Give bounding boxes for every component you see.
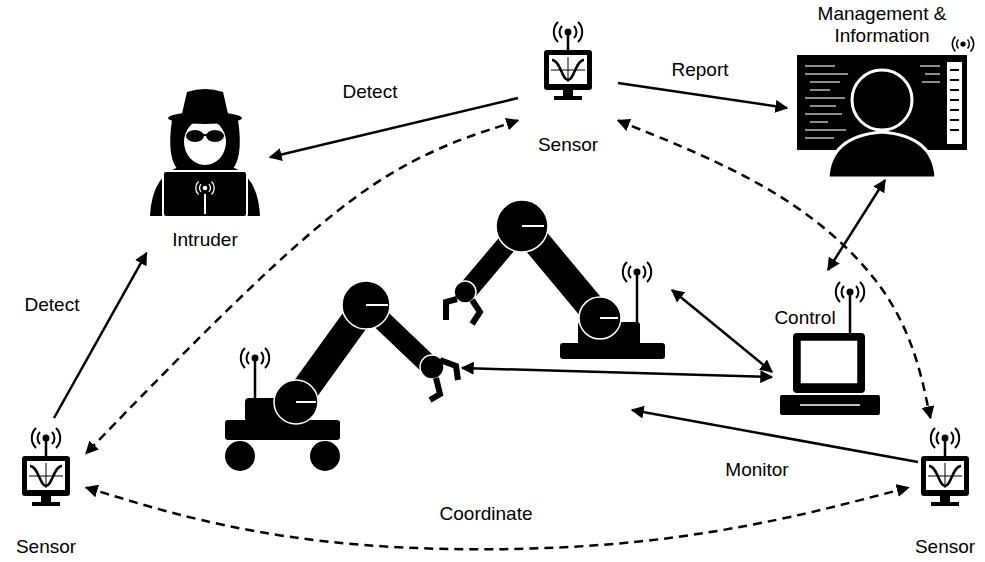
mobile-robot bbox=[366, 304, 388, 306]
management-workstation bbox=[950, 79, 959, 81]
arrow-link bbox=[54, 253, 147, 418]
management-workstation bbox=[805, 66, 940, 138]
intruder-figure bbox=[150, 165, 260, 216]
control-arrow bbox=[672, 290, 772, 372]
link-label: Monitor bbox=[722, 459, 791, 481]
monitor-arrow bbox=[632, 410, 918, 462]
intruder-figure bbox=[184, 119, 226, 165]
robot-arm bbox=[446, 299, 457, 320]
mobile-robot bbox=[342, 281, 390, 329]
management-workstation bbox=[950, 119, 959, 121]
management-workstation bbox=[950, 99, 959, 101]
control-computer bbox=[800, 404, 860, 406]
robot-arm bbox=[446, 200, 665, 359]
management-workstation bbox=[805, 129, 846, 131]
management-workstation bbox=[950, 70, 959, 130]
mobile-robot bbox=[225, 420, 340, 440]
management-workstation bbox=[950, 129, 959, 131]
intruder-figure bbox=[168, 112, 242, 124]
mobile-robot bbox=[430, 378, 440, 400]
management-workstation bbox=[852, 70, 912, 130]
mobile-robot bbox=[254, 358, 257, 400]
sensor-icon bbox=[544, 22, 592, 100]
edge-label: Coordinate bbox=[437, 503, 536, 525]
edge-label: Report bbox=[668, 59, 731, 81]
node-label: Sensor bbox=[913, 536, 977, 560]
management-workstation bbox=[805, 97, 845, 99]
edge-label: Detect bbox=[340, 81, 401, 103]
mobile-robot bbox=[296, 401, 316, 403]
robot-arm bbox=[636, 272, 639, 326]
mobile-robot bbox=[440, 360, 458, 380]
management-workstation bbox=[810, 105, 836, 107]
robot-arm bbox=[579, 297, 621, 339]
management-workstation bbox=[952, 37, 973, 52]
intruder-node: Intruder bbox=[140, 88, 270, 253]
control-links bbox=[462, 180, 918, 462]
mobile-robot bbox=[225, 281, 458, 471]
dashed-link bbox=[86, 121, 518, 454]
sensor-node: Sensor bbox=[6, 418, 86, 560]
management-workstation bbox=[947, 62, 962, 144]
management-workstation bbox=[805, 73, 848, 75]
dashed-link bbox=[618, 121, 930, 419]
arrow-link bbox=[270, 98, 518, 157]
management-workstation bbox=[810, 89, 830, 91]
management-workstation bbox=[828, 132, 936, 178]
control-computer bbox=[849, 292, 852, 334]
mobile-robot bbox=[420, 355, 444, 379]
management-workstation bbox=[805, 137, 834, 139]
management-workstation bbox=[925, 73, 940, 75]
sensor-icon bbox=[22, 428, 70, 506]
intruder-figure bbox=[204, 194, 206, 214]
management-workstation bbox=[950, 109, 959, 111]
node-label: Management & Information bbox=[800, 3, 964, 49]
intruder-figure bbox=[196, 182, 214, 195]
node-label: Intruder bbox=[170, 229, 239, 253]
intruder-figure bbox=[150, 89, 260, 217]
control-computer bbox=[780, 282, 880, 415]
sensor-node: Sensor bbox=[518, 8, 618, 158]
control-arrow bbox=[462, 368, 772, 377]
node-label: Sensor bbox=[14, 536, 78, 560]
control-computer bbox=[800, 340, 858, 384]
mobile-robot bbox=[310, 441, 340, 471]
control-computer bbox=[780, 395, 880, 415]
link-label: Control bbox=[771, 307, 838, 329]
node-label: Sensor bbox=[536, 134, 600, 158]
management-workstation bbox=[797, 37, 974, 179]
sensor-node: Sensor bbox=[909, 418, 982, 560]
arrow-link bbox=[618, 83, 787, 108]
management-workstation bbox=[920, 65, 940, 67]
management-workstation bbox=[950, 89, 959, 91]
intruder-figure bbox=[200, 134, 210, 136]
robot-arm bbox=[522, 225, 544, 227]
robot-arm bbox=[600, 317, 618, 319]
mobile-robot bbox=[274, 380, 318, 424]
robot-arm bbox=[496, 200, 548, 252]
edge-label: Detect bbox=[22, 294, 83, 316]
management-workstation bbox=[810, 81, 840, 83]
robot-arm bbox=[472, 300, 480, 324]
control-computer bbox=[793, 333, 865, 393]
intruder-figure bbox=[170, 120, 240, 172]
management-node: Management & Information bbox=[787, 3, 977, 178]
management-workstation bbox=[805, 65, 835, 67]
management-workstation bbox=[810, 121, 828, 123]
intruder-figure bbox=[163, 171, 247, 217]
sensor-icon bbox=[921, 428, 969, 506]
management-workstation bbox=[922, 81, 940, 83]
mobile-robot bbox=[225, 441, 255, 471]
dashed-link bbox=[86, 488, 909, 550]
management-workstation bbox=[805, 113, 842, 115]
management-workstation bbox=[950, 69, 959, 71]
